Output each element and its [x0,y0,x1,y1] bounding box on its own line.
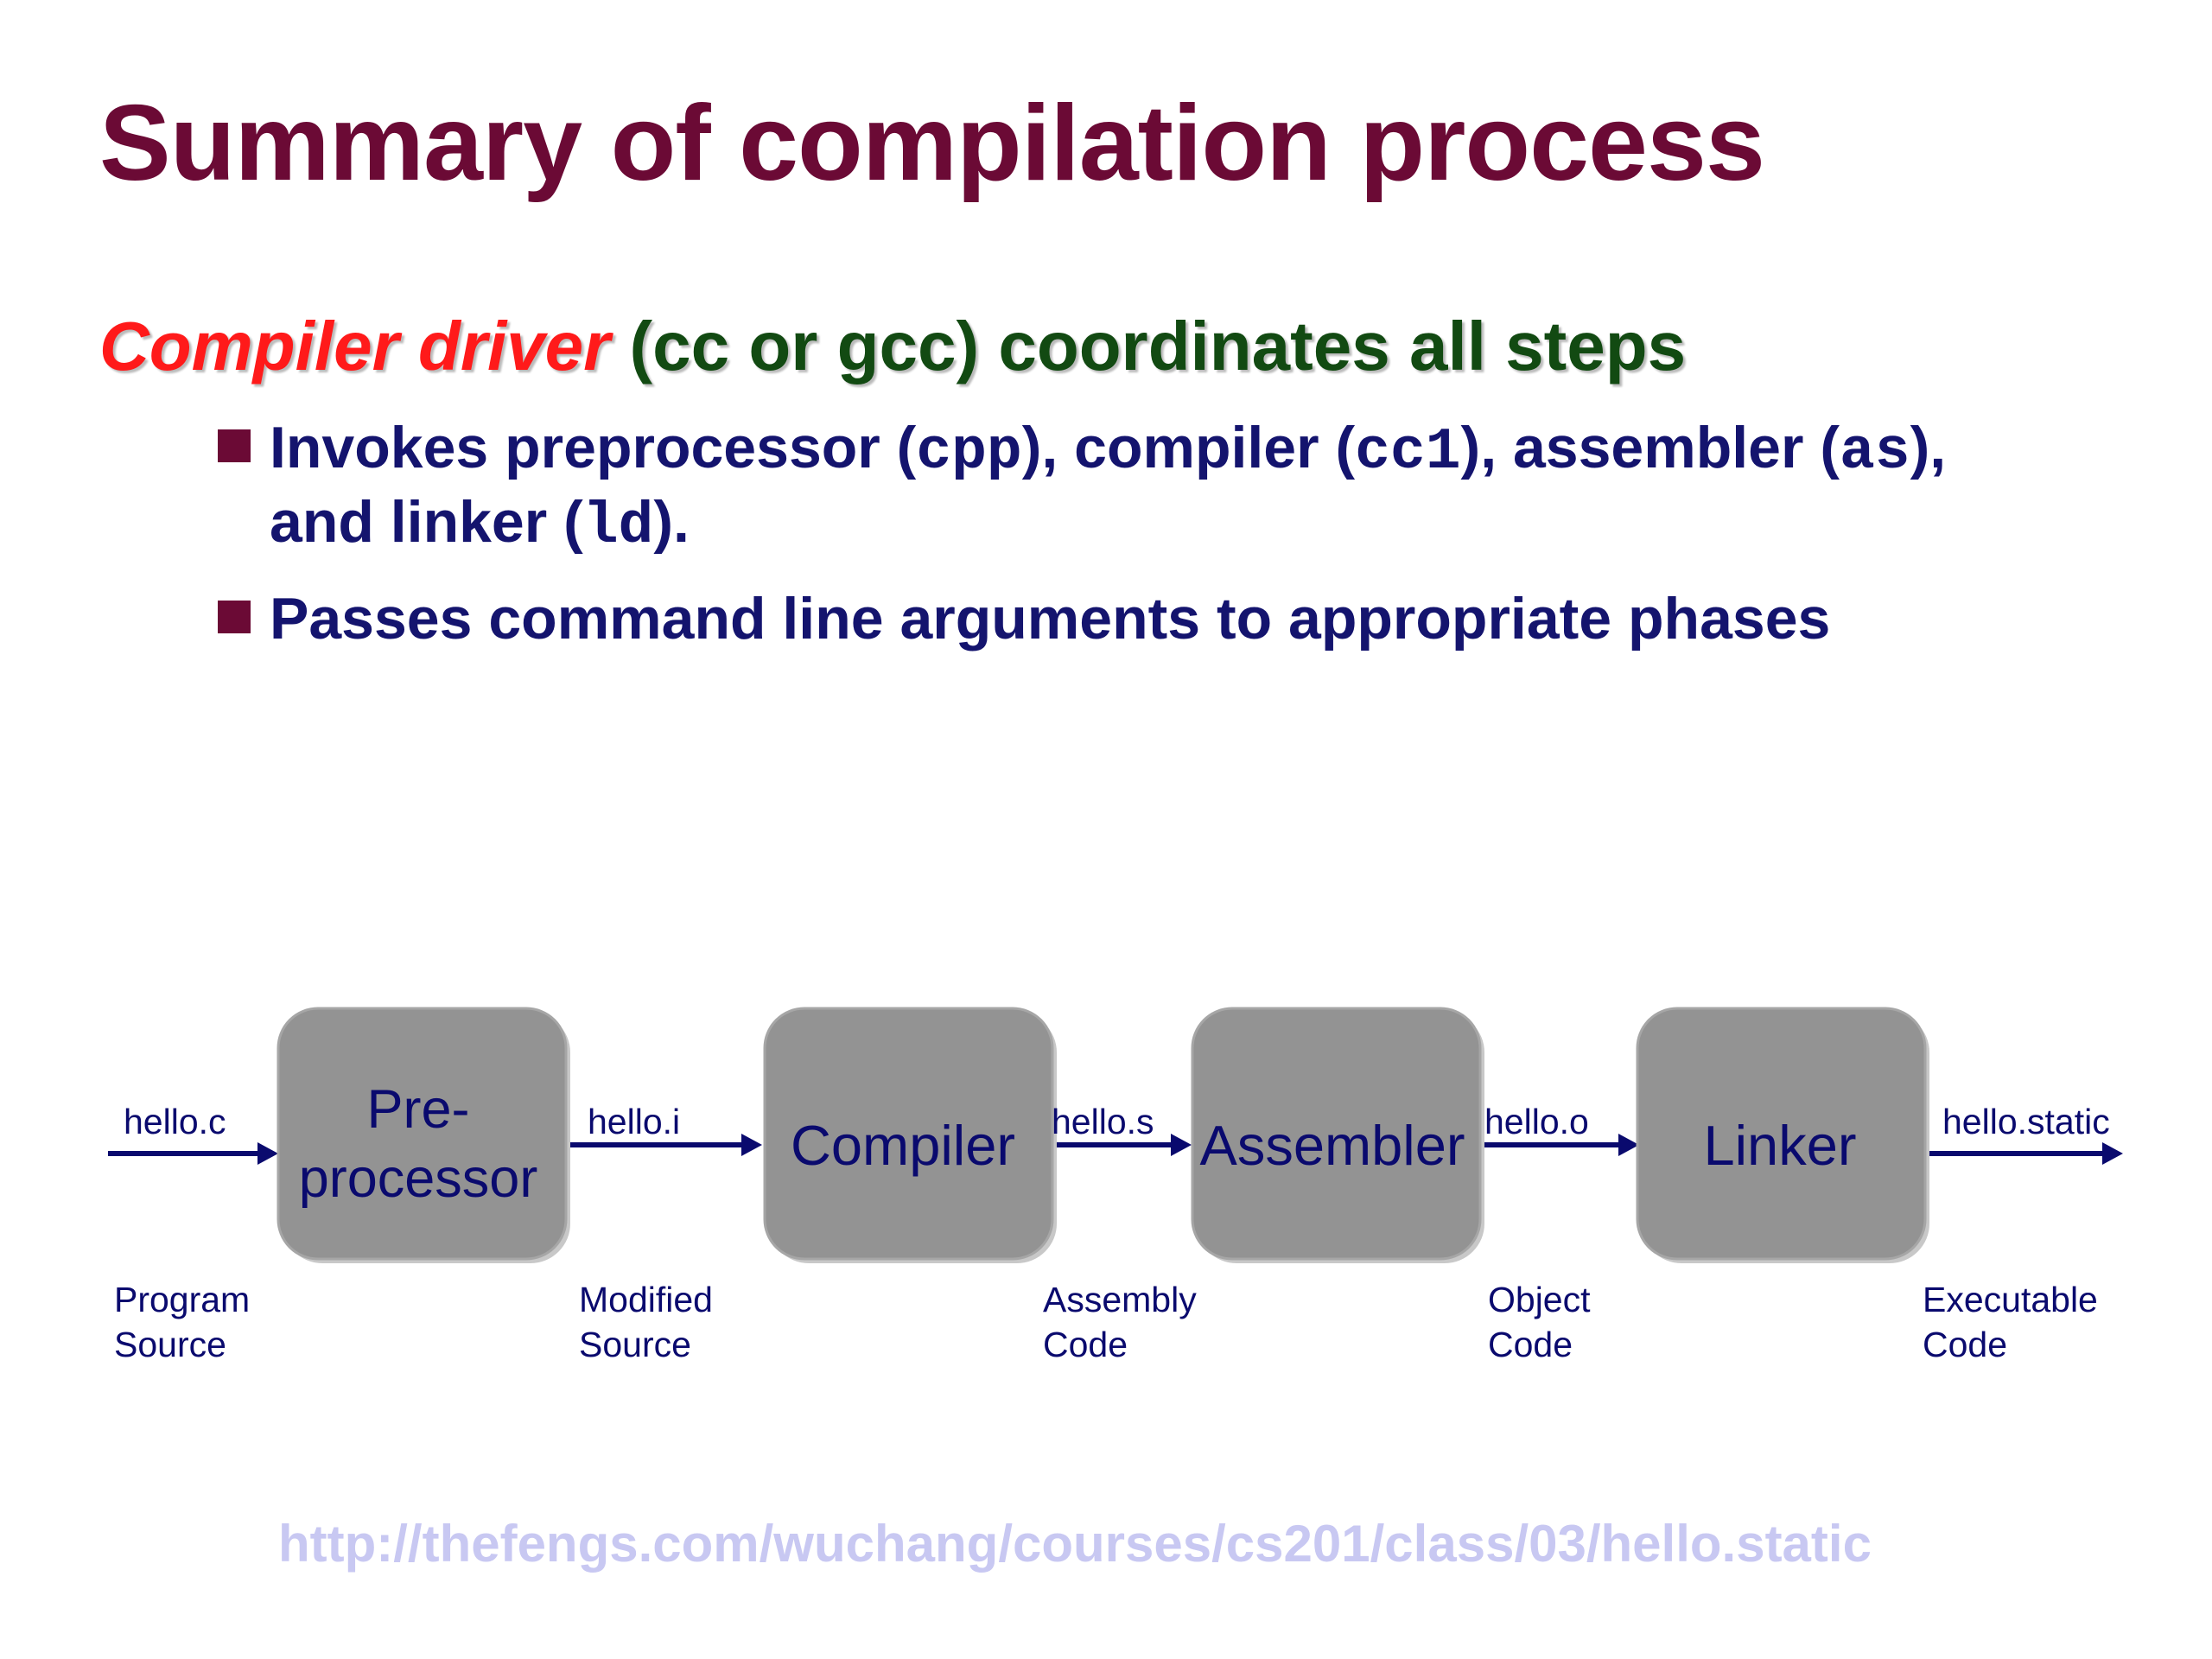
bullet-text: ), compiler ( [1021,415,1356,480]
slide-title: Summary of compilation process [99,84,1765,203]
code-as: as [1839,419,1910,486]
bullet-text: ), [1910,415,1947,480]
stage-label: Linker [1703,1114,1856,1177]
bullet-text: Passes command line arguments to appropr… [270,586,1831,652]
bullet-line-2: and linker (ld). [270,485,690,564]
description-line1: Executable [1923,1280,2098,1319]
arrowhead-icon [1618,1134,1639,1156]
headline-rest: (cc or gcc) coordinates all steps [629,308,1687,385]
description-line2: Code [1043,1325,1128,1364]
bullet-text: ). [653,489,690,555]
arrow-source [108,1142,278,1165]
arrowhead-icon [257,1142,278,1165]
description-line2: Code [1488,1325,1573,1364]
description-line1: Modified [579,1280,713,1319]
description-line1: Object [1488,1280,1591,1319]
bullet-square-icon [218,601,251,633]
description-line1: Assembly [1043,1280,1197,1319]
file-label: hello.c [124,1102,226,1141]
bullet-square-icon [218,429,251,462]
description-line1: Program [114,1280,250,1319]
bullet-text: ), assembler ( [1460,415,1840,480]
file-label: hello.i [588,1102,680,1141]
arrow-object [1473,1134,1639,1156]
file-label: hello.s [1052,1102,1154,1141]
bullet-text: and linker ( [270,489,583,555]
bullet-line-1: Invokes preprocessor (cpp), compiler (cc… [270,410,1946,490]
arrowhead-icon [741,1134,762,1156]
stage-label: Compiler [791,1114,1015,1177]
file-label: hello.o [1484,1102,1589,1141]
arrow-executable [1916,1142,2123,1165]
stage-label-line1: Pre- [366,1079,469,1140]
arrowhead-icon [2102,1142,2123,1165]
description-line2: Source [579,1325,691,1364]
stage-label-line2: processor [299,1148,538,1209]
bullet-text: Invokes preprocessor ( [270,415,917,480]
description-line2: Source [114,1325,226,1364]
file-label: hello.static [1942,1102,2110,1141]
headline: Compiler driver (cc or gcc) coordinates … [99,307,1686,386]
headline-emphasis: Compiler driver [99,308,611,385]
code-ld: ld [582,493,654,560]
stage-preprocessor: Pre- processor [276,1007,570,1263]
arrow-preprocessed [570,1134,762,1156]
stage-label: Assembler [1199,1114,1465,1177]
code-cc1: cc1 [1355,419,1461,486]
stage-linker: Linker [1636,1007,1929,1263]
arrowhead-icon [1171,1134,1192,1156]
description-line2: Code [1923,1325,2007,1364]
source-url-link[interactable]: http://thefengs.com/wuchang/courses/cs20… [278,1515,1872,1573]
stage-compiler: Compiler [763,1007,1057,1263]
stage-assembler: Assembler [1191,1007,1484,1263]
arrow-assembly [1041,1134,1192,1156]
code-cpp: cpp [916,419,1022,486]
